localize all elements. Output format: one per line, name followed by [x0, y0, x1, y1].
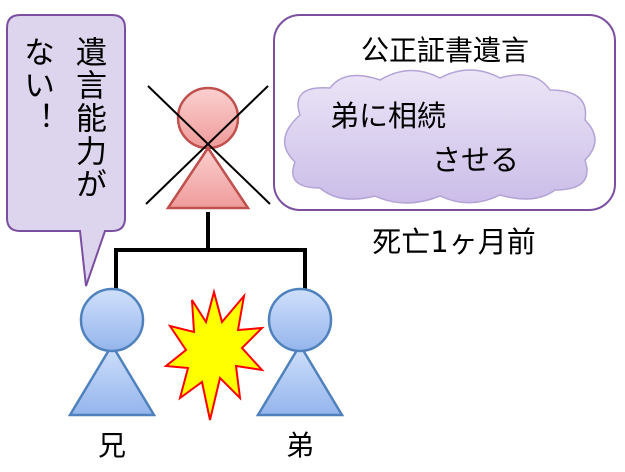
older-brother-label: 兄 — [98, 429, 126, 462]
bubble-text-column1: 遺言能力が — [70, 36, 107, 201]
older-brother: 兄 — [67, 287, 157, 462]
deceased-parent — [145, 85, 271, 210]
wish-cloud — [284, 69, 596, 204]
timing-label: 死亡1ヶ月前 — [372, 225, 535, 259]
younger-brother: 弟 — [255, 287, 345, 462]
cloud-text-line2: させる — [432, 143, 519, 177]
bubble-text-column2: ない！ — [18, 36, 54, 135]
will-title: 公正証書遺言 — [361, 34, 529, 67]
will-box: 公正証書遺言 弟に相続 させる — [273, 14, 616, 211]
speech-bubble: 遺言能力が ない！ — [6, 14, 126, 287]
cross-mark — [147, 85, 271, 205]
cloud-text-line1: 弟に相続 — [330, 99, 446, 133]
family-tree-lines — [114, 212, 307, 290]
younger-brother-label: 弟 — [286, 429, 314, 462]
conflict-burst-icon — [163, 288, 265, 421]
